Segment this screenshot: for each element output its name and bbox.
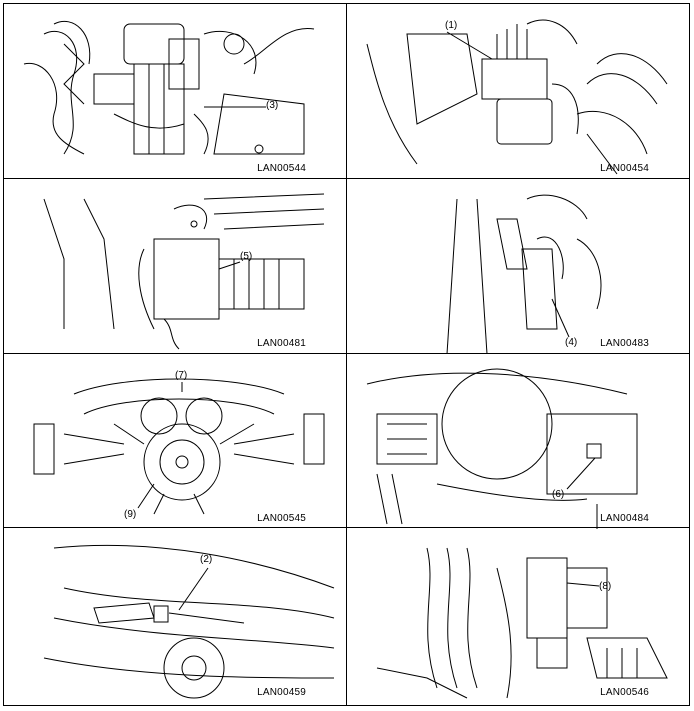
row-divider [4,178,689,179]
steering-wheel-drawing [33,378,325,515]
steering-column-drawing [23,20,315,155]
callout-8: (8) [599,581,612,592]
figure-harness-connector: (8) LAN00546 [347,528,689,703]
harness-connector-drawing [376,547,668,699]
figure-underbody-sensor: (2) LAN00459 [4,528,346,703]
figure-dash-connector: (6) LAN00484 [347,354,689,529]
callout-4: (4) [565,337,578,348]
underbody-sensor-drawing [43,544,335,699]
figure-code: LAN00481 [257,338,306,349]
figure-control-module: (5) LAN00481 [4,179,346,354]
callout-2: (2) [200,554,213,565]
callout-5: (5) [240,251,253,262]
callout-6: (6) [552,489,565,500]
control-module-drawing [43,193,325,350]
figure-steering-wheel: (7) (9) LAN00545 [4,354,346,529]
figure-code: LAN00545 [257,513,306,524]
figure-module-bracket: (4) LAN00483 [347,179,689,354]
callout-7: (7) [175,370,188,381]
figure-code: LAN00454 [600,163,649,174]
callout-9: (9) [124,509,137,520]
abs-unit-drawing [366,19,668,175]
figure-code: LAN00483 [600,338,649,349]
module-bracket-drawing [446,194,602,354]
figure-code: LAN00546 [600,687,649,698]
dash-connector-drawing [366,368,638,529]
row-divider [4,527,689,528]
figure-steering-column: (3) LAN00544 [4,4,346,179]
callout-1: (1) [445,20,458,31]
row-divider [4,353,689,354]
column-divider [346,4,347,705]
figure-grid: (3) LAN00544 (1) LAN00454 [3,3,690,706]
figure-code: LAN00484 [600,513,649,524]
figure-abs-unit: (1) LAN00454 [347,4,689,179]
callout-3: (3) [266,100,279,111]
figure-code: LAN00544 [257,163,306,174]
figure-code: LAN00459 [257,687,306,698]
